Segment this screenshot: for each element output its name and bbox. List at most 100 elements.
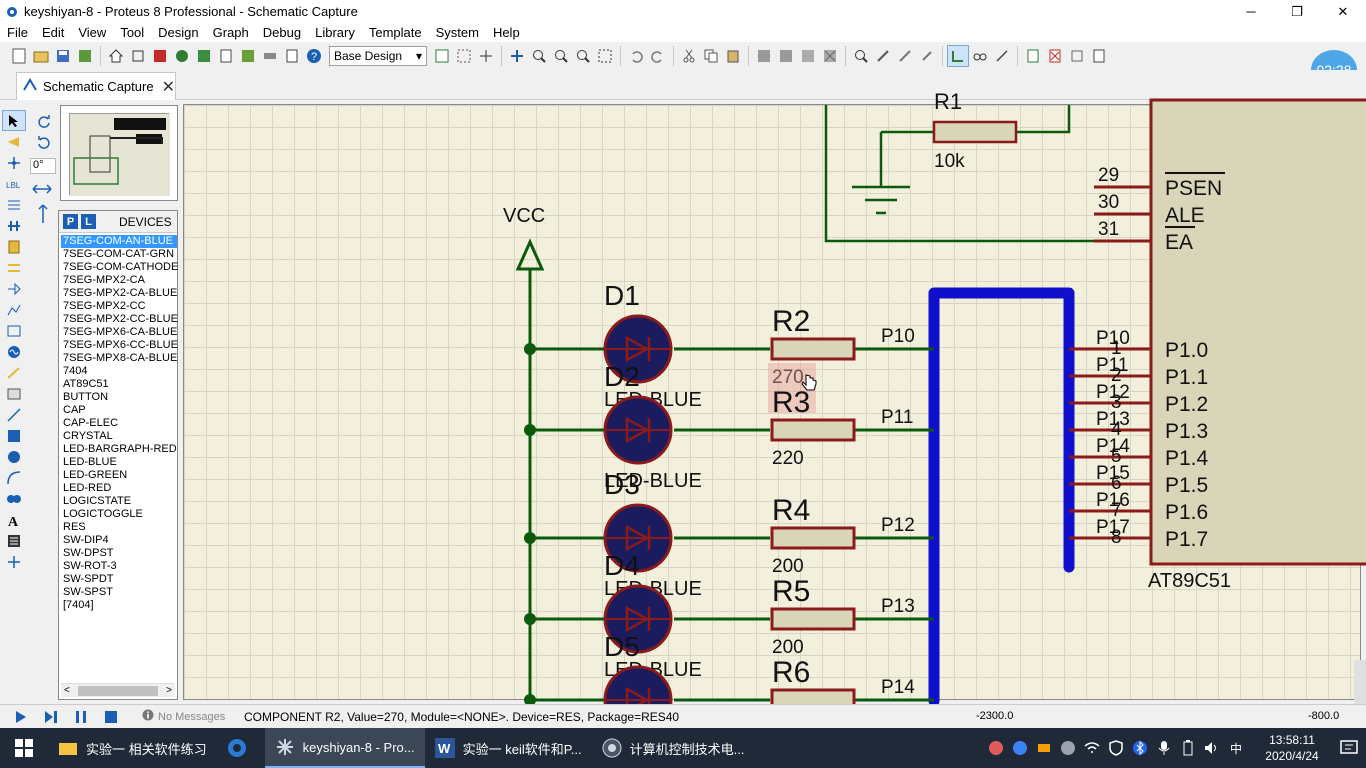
start-button[interactable] (0, 728, 48, 768)
search-tag-icon[interactable] (969, 45, 991, 67)
ime-indicator[interactable]: 中 (1229, 741, 1242, 756)
taskbar-item-proteus[interactable]: keyshiyan-8 - Pro... (264, 728, 425, 768)
undo-icon[interactable] (625, 45, 647, 67)
design-explorer-icon[interactable] (215, 45, 237, 67)
maximize-button[interactable]: ❐ (1291, 3, 1303, 19)
mirror-y-icon[interactable] (36, 204, 50, 227)
menu-view[interactable]: View (78, 25, 107, 40)
rotate-anticlockwise-icon[interactable] (32, 131, 56, 152)
taskbar-item-folder[interactable]: 实验一 相关软件练习 (48, 728, 217, 768)
tray-app-icon[interactable] (1009, 737, 1031, 759)
device-list-item[interactable]: RES (63, 521, 86, 533)
circle-tool-icon[interactable] (2, 446, 26, 467)
block-rotate-icon[interactable] (797, 45, 819, 67)
new-file-icon[interactable] (8, 45, 30, 67)
tab-schematic-capture[interactable]: Schematic Capture ✕ (16, 72, 176, 100)
device-list-item[interactable]: LED-BARGRAPH-RED (63, 443, 177, 455)
device-list-item[interactable]: SW-DPST (63, 547, 114, 559)
wire-autorouter-icon[interactable] (947, 45, 969, 67)
help-icon[interactable]: ? (303, 45, 325, 67)
bluetooth-icon[interactable] (1129, 737, 1151, 759)
library-manager-button[interactable]: L (81, 214, 96, 229)
device-list-item[interactable]: 7SEG-MPX2-CC-BLUE (63, 313, 178, 325)
grid-toggle-icon[interactable] (453, 45, 475, 67)
tab-close-icon[interactable]: ✕ (161, 78, 175, 96)
paste-icon[interactable] (722, 45, 744, 67)
path-tool-icon[interactable] (2, 488, 26, 509)
menu-graph[interactable]: Graph (212, 25, 249, 40)
device-list-item[interactable]: SW-SPDT (63, 573, 114, 585)
device-list-item[interactable]: 7SEG-MPX6-CA-BLUE (63, 326, 178, 338)
taskbar-item-app[interactable]: 计算机控制技术电... (592, 728, 755, 768)
box-tool-icon[interactable] (2, 425, 26, 446)
device-list-item[interactable]: 7SEG-COM-CAT-GRN (63, 248, 175, 260)
device-list-item[interactable]: SW-ROT-3 (63, 560, 117, 572)
save-icon[interactable] (52, 45, 74, 67)
design-select[interactable]: Base Design ▾ (329, 46, 427, 66)
device-list-item[interactable]: CAP (63, 404, 86, 416)
schematic-icon[interactable] (127, 45, 149, 67)
scroll-right-icon[interactable]: > (166, 685, 172, 696)
device-list-item[interactable]: 7404 (63, 365, 88, 377)
pan-icon[interactable] (506, 45, 528, 67)
device-list-item[interactable]: [7404] (63, 599, 94, 611)
text-tool-icon[interactable]: A (2, 509, 26, 530)
play-button[interactable] (8, 707, 34, 727)
3d-view-icon[interactable] (171, 45, 193, 67)
virtual-instruments-icon[interactable] (2, 383, 26, 404)
resistor-r5[interactable] (770, 607, 856, 631)
device-list-item[interactable]: 7SEG-MPX2-CA (63, 274, 145, 286)
import-icon[interactable] (74, 45, 96, 67)
volume-icon[interactable] (1201, 737, 1223, 759)
gerber-icon[interactable] (193, 45, 215, 67)
scroll-left-icon[interactable]: < (64, 685, 70, 696)
copy-icon[interactable] (700, 45, 722, 67)
pick-device-icon[interactable] (850, 45, 872, 67)
device-pins-icon[interactable] (2, 278, 26, 299)
menu-library[interactable]: Library (315, 25, 355, 40)
marker-tool-icon[interactable] (2, 551, 26, 572)
device-list-item[interactable]: 7SEG-MPX6-CC-BLUE (63, 339, 178, 351)
device-list-item[interactable]: LOGICTOGGLE (63, 508, 143, 520)
menu-help[interactable]: Help (492, 25, 520, 40)
wire-label-icon[interactable]: LBL (2, 173, 26, 194)
device-list-item[interactable]: SW-DIP4 (63, 534, 109, 546)
exit-to-parent-icon[interactable] (1066, 45, 1088, 67)
device-list-item[interactable]: BUTTON (63, 391, 109, 403)
device-list-item[interactable]: 7SEG-COM-AN-BLUE (61, 235, 177, 248)
block-delete-icon[interactable] (819, 45, 841, 67)
rotate-clockwise-icon[interactable] (32, 110, 56, 131)
battery-icon[interactable] (1177, 737, 1199, 759)
security-shield-icon[interactable] (1105, 737, 1127, 759)
pause-button[interactable] (68, 707, 94, 727)
terminals-mode-icon[interactable] (2, 257, 26, 278)
overview-window[interactable] (60, 105, 178, 201)
menu-edit[interactable]: Edit (41, 25, 65, 40)
device-list-item[interactable]: LOGICSTATE (63, 495, 132, 507)
cut-icon[interactable] (678, 45, 700, 67)
menu-system[interactable]: System (435, 25, 479, 40)
minimize-button[interactable]: ─ (1246, 4, 1256, 19)
tray-app-icon[interactable] (985, 737, 1007, 759)
pick-from-library-button[interactable]: P (63, 214, 78, 229)
make-device-icon[interactable] (872, 45, 894, 67)
refresh-icon[interactable] (431, 45, 453, 67)
device-list-scrollbar[interactable]: < > (61, 683, 175, 697)
component-mode-icon[interactable] (2, 131, 26, 152)
device-list-item[interactable]: LED-RED (63, 482, 112, 494)
close-button[interactable]: ✕ (1337, 3, 1349, 19)
taskbar-item-browser[interactable] (217, 728, 265, 768)
taskbar-clock[interactable]: 13:58:11 2020/4/24 (1252, 732, 1332, 764)
junction-dot-icon[interactable] (2, 152, 26, 173)
schematic-canvas[interactable]: R1 10k VCC D1LED-BLUER2270P10D2LED-BLUER… (183, 89, 1366, 735)
resistor-r2[interactable] (770, 337, 856, 361)
wifi-icon[interactable] (1081, 737, 1103, 759)
message-indicator[interactable]: No Messages (142, 709, 232, 724)
taskbar-item-word[interactable]: W 实验一 keil软件和P... (425, 728, 592, 768)
property-tool-icon[interactable] (991, 45, 1013, 67)
mirror-x-icon[interactable] (32, 182, 52, 199)
resistor-r4[interactable] (770, 526, 856, 550)
decompose-icon[interactable] (916, 45, 938, 67)
source-code-icon[interactable] (259, 45, 281, 67)
menu-debug[interactable]: Debug (262, 25, 302, 40)
